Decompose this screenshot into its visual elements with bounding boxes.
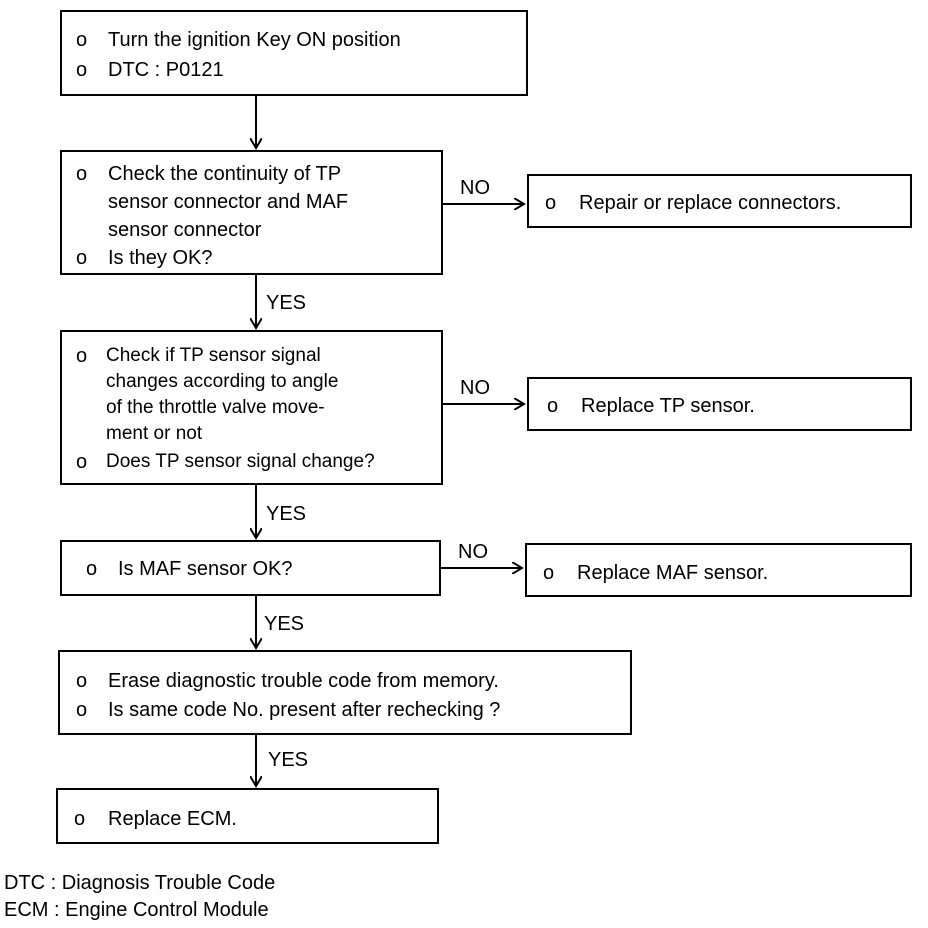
step-text: changes according to angle xyxy=(106,371,339,392)
bullet-marker: o xyxy=(547,395,559,417)
bullet-marker: o xyxy=(76,699,88,721)
bullet-marker: o xyxy=(76,670,88,692)
step-check-maf-box: o Is MAF sensor OK? xyxy=(60,540,441,596)
bullet-marker: o xyxy=(76,345,88,367)
yes-label-maf: YES xyxy=(264,613,305,635)
bullet-marker: o xyxy=(545,192,557,214)
action-text: Repair or replace connectors. xyxy=(579,192,842,214)
step-text: Check if TP sensor signal xyxy=(106,345,321,366)
step-text: DTC : P0121 xyxy=(108,59,224,81)
step-text: Erase diagnostic trouble code from memor… xyxy=(108,670,499,692)
bullet-marker: o xyxy=(86,558,98,580)
step-text: Replace ECM. xyxy=(108,808,237,830)
action-text: Replace TP sensor. xyxy=(581,395,755,417)
step-text: Is same code No. present after recheckin… xyxy=(108,699,501,721)
bullet-marker: o xyxy=(76,451,88,473)
no-label-maf: NO xyxy=(458,541,488,563)
bullet-marker: o xyxy=(76,247,88,269)
action-replace-maf-box: o Replace MAF sensor. xyxy=(525,543,912,597)
yes-label-continuity: YES xyxy=(266,292,307,314)
bullet-marker: o xyxy=(74,808,86,830)
action-repair-connectors-box: o Repair or replace connectors. xyxy=(527,174,912,228)
bullet-marker: o xyxy=(543,562,555,584)
step-start-box: o Turn the ignition Key ON position o DT… xyxy=(60,10,528,96)
bullet-marker: o xyxy=(76,29,88,51)
step-check-continuity-box: o Check the continuity of TP sensor conn… xyxy=(60,150,443,275)
step-text: of the throttle valve move- xyxy=(106,397,325,418)
step-replace-ecm-box: o Replace ECM. xyxy=(56,788,439,844)
legend-ecm: ECM : Engine Control Module xyxy=(4,899,269,921)
step-text: Is MAF sensor OK? xyxy=(118,558,293,580)
bullet-marker: o xyxy=(76,163,88,185)
step-text: Check the continuity of TP xyxy=(108,163,342,185)
step-text: Does TP sensor signal change? xyxy=(106,451,375,472)
step-text: sensor connector and MAF xyxy=(108,191,349,213)
step-text: ment or not xyxy=(106,423,203,444)
step-check-tp-signal-box: o Check if TP sensor signal changes acco… xyxy=(60,330,443,485)
yes-label-tp: YES xyxy=(266,503,307,525)
no-label-tp: NO xyxy=(460,377,490,399)
step-text: sensor connector xyxy=(108,219,262,241)
step-text: Turn the ignition Key ON position xyxy=(108,29,401,51)
step-text: Is they OK? xyxy=(108,247,213,269)
yes-label-erase: YES xyxy=(268,749,309,771)
bullet-marker: o xyxy=(76,59,88,81)
action-text: Replace MAF sensor. xyxy=(577,562,769,584)
step-erase-dtc-box: o Erase diagnostic trouble code from mem… xyxy=(58,650,632,735)
action-replace-tp-box: o Replace TP sensor. xyxy=(527,377,912,431)
legend-dtc: DTC : Diagnosis Trouble Code xyxy=(4,872,276,894)
no-label-continuity: NO xyxy=(460,177,490,199)
